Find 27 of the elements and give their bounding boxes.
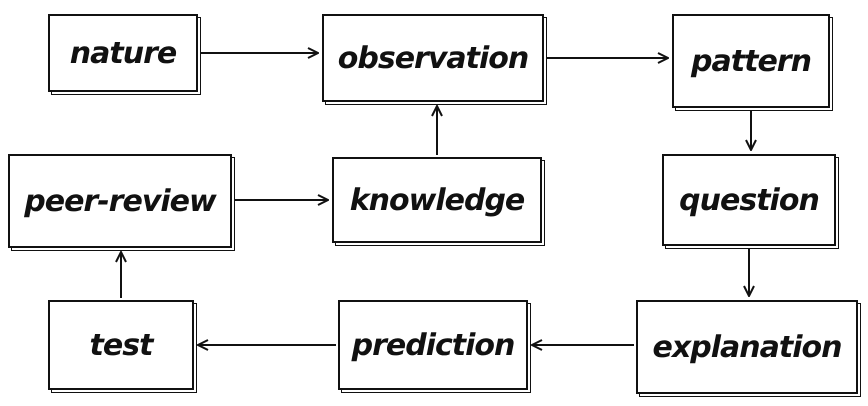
- arrow: [745, 110, 757, 151]
- arrow: [743, 248, 755, 297]
- box-label: pattern: [691, 44, 811, 78]
- box-label: nature: [70, 36, 176, 70]
- process-box: [48, 14, 198, 92]
- box-label: prediction: [352, 328, 514, 362]
- process-box: [662, 154, 836, 246]
- box-label: peer-review: [24, 184, 216, 218]
- arrow: [546, 52, 669, 64]
- arrow: [234, 194, 329, 206]
- process-box: [636, 300, 858, 394]
- box-label: knowledge: [350, 182, 524, 218]
- process-box: [322, 14, 544, 102]
- process-box: [8, 154, 232, 248]
- arrow: [431, 105, 443, 155]
- arrow: [200, 47, 319, 59]
- process-box: [332, 157, 542, 243]
- process-box: [48, 300, 194, 390]
- box-label: explanation: [652, 330, 842, 364]
- process-box: [338, 300, 528, 390]
- arrow: [197, 339, 336, 351]
- process-box: [672, 14, 830, 108]
- box-label: observation: [338, 40, 528, 76]
- box-label: test: [90, 328, 152, 362]
- arrow: [531, 339, 634, 351]
- box-label: question: [679, 182, 819, 218]
- arrow: [115, 251, 127, 298]
